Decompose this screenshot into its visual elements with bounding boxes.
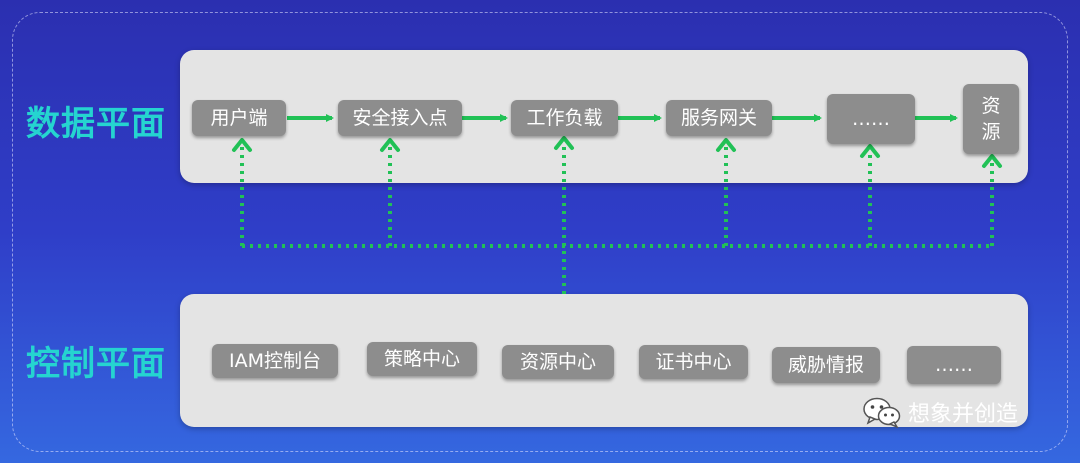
control-arrowhead-2 (380, 138, 400, 152)
node-service-gateway: 服务网关 (666, 100, 772, 136)
control-arrowheads (232, 136, 1002, 168)
control-arrowhead-5 (860, 144, 880, 158)
node-certificate-center: 证书中心 (639, 345, 748, 379)
node-secure-access-point: 安全接入点 (338, 100, 462, 136)
watermark-text: 想象并创造 (908, 402, 1019, 427)
control-arrowhead-1 (232, 138, 252, 152)
outer-frame (12, 12, 1068, 452)
node-resource-center: 资源中心 (502, 345, 614, 379)
control-arrowhead-6 (982, 154, 1002, 168)
control-plane-label: 控制平面 (26, 344, 166, 384)
watermark: 想象并创造 (862, 396, 1018, 428)
node-control-ellipsis: …… (907, 346, 1001, 384)
wechat-icon (863, 397, 901, 428)
control-connectors (240, 142, 994, 294)
node-threat-intel: 威胁情报 (772, 347, 880, 383)
control-arrowhead-4 (716, 138, 736, 152)
control-arrowhead-3 (554, 136, 574, 150)
node-iam-console: IAM控制台 (212, 344, 338, 378)
data-plane-label: 数据平面 (26, 104, 166, 144)
node-policy-center: 策略中心 (367, 342, 477, 376)
node-resource: 资源 (963, 84, 1019, 154)
node-ellipsis: …… (827, 94, 915, 144)
node-workload: 工作负载 (511, 100, 618, 136)
node-user-client: 用户端 (192, 100, 286, 136)
